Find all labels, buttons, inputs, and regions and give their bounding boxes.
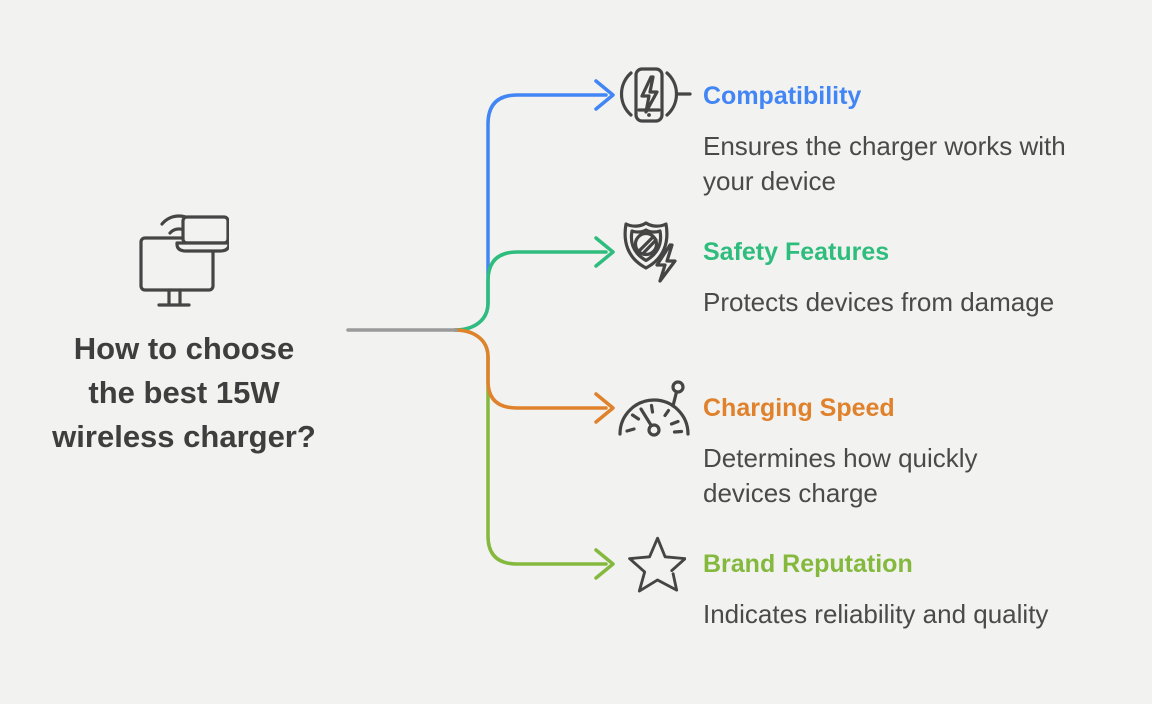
desc-line: your device xyxy=(703,166,836,196)
desc-line: Indicates reliability and quality xyxy=(703,599,1049,629)
branch-title-speed: Charging Speed xyxy=(703,394,895,422)
branch-title-brand: Brand Reputation xyxy=(703,550,913,578)
shield-lightning-icon xyxy=(623,221,677,283)
connector-speed xyxy=(453,328,608,410)
desc-line: Ensures the charger works with xyxy=(703,131,1066,161)
connector-compatibility xyxy=(453,93,608,332)
star-icon xyxy=(628,536,686,593)
arrowhead-safety-icon xyxy=(594,236,615,268)
desc-line: Determines how quickly xyxy=(703,443,978,473)
desc-line: Protects devices from damage xyxy=(703,287,1055,317)
connector-brand xyxy=(453,328,608,566)
branch-title-safety: Safety Features xyxy=(703,238,890,266)
branch-desc-compatibility: Ensures the charger works with your devi… xyxy=(703,129,1123,199)
arrowhead-brand-icon xyxy=(594,548,615,580)
root-question-line: wireless charger? xyxy=(52,419,316,454)
wireless-charging-phone-icon xyxy=(620,67,692,123)
root-question: How to choose the best 15W wireless char… xyxy=(14,327,354,459)
root-question-line: How to choose xyxy=(73,331,295,366)
root-question-line: the best 15W xyxy=(88,375,280,410)
desc-line: devices charge xyxy=(703,478,878,508)
branch-brand: Brand Reputation Indicates reliability a… xyxy=(703,547,1123,632)
speedometer-icon xyxy=(618,380,690,437)
branch-safety: Safety Features Protects devices from da… xyxy=(703,235,1123,320)
branch-speed: Charging Speed Determines how quickly de… xyxy=(703,391,1123,511)
branch-desc-speed: Determines how quickly devices charge xyxy=(703,441,1123,511)
connector-safety xyxy=(453,250,608,332)
branch-desc-brand: Indicates reliability and quality xyxy=(703,597,1123,632)
branch-compatibility: Compatibility Ensures the charger works … xyxy=(703,79,1123,199)
desktop-wifi-laptop-icon xyxy=(139,214,229,307)
arrowhead-speed-icon xyxy=(594,392,615,424)
branch-desc-safety: Protects devices from damage xyxy=(703,285,1123,320)
branch-title-compatibility: Compatibility xyxy=(703,82,862,110)
